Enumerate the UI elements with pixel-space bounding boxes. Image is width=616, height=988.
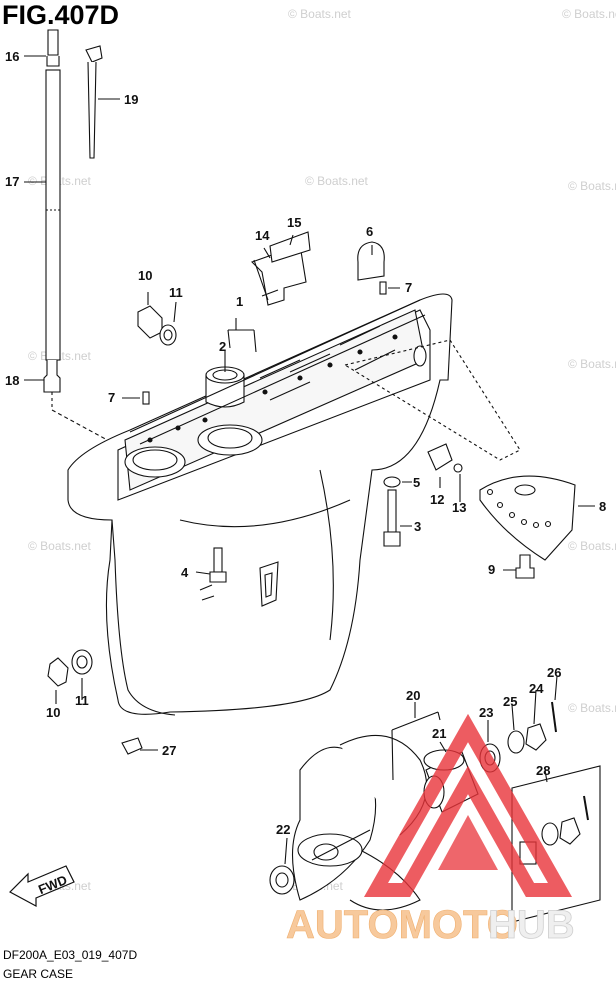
bolt-3 (383, 489, 401, 547)
watermark-text: © Boats.net (568, 179, 616, 193)
washer-part (507, 730, 525, 754)
pad-part (357, 241, 385, 281)
forward-arrow: FWD (9, 865, 75, 908)
logo-suffix: HUB (488, 903, 575, 947)
watermark-text: © Boats.net (288, 7, 352, 21)
callout-label: 15 (287, 215, 301, 230)
callout-label: 12 (430, 492, 444, 507)
watermark-text: © Boats.net (568, 701, 616, 715)
callout-label: 9 (488, 562, 495, 577)
watermark-text: © Boats.net (568, 539, 616, 553)
callout-label: 11 (169, 285, 183, 300)
callout-label: 8 (599, 499, 606, 514)
spacer-22 (269, 865, 295, 895)
anode-block (427, 443, 453, 471)
screw-part (453, 463, 463, 473)
callout-label: 11 (75, 693, 89, 708)
washer-part (383, 476, 401, 488)
callout-label: 13 (452, 500, 466, 515)
bolt-9 (515, 554, 535, 579)
drain-plug-top (137, 305, 177, 346)
callout-label: 14 (255, 228, 270, 243)
figure-code: DF200A_E03_019_407D (3, 948, 138, 962)
callout-label: 25 (503, 694, 517, 709)
callout-label: 6 (366, 224, 373, 239)
cotter-pin (551, 701, 557, 733)
watermark-text: © Boats.net (568, 357, 616, 371)
gear-case (67, 293, 521, 716)
bracket-cover (250, 231, 311, 306)
prop-kit-box (511, 765, 601, 923)
callout-label: 18 (5, 373, 19, 388)
pin-part (379, 281, 387, 295)
callout-label: 7 (405, 280, 412, 295)
nut-part (121, 737, 143, 755)
callout-label: 20 (406, 688, 420, 703)
trim-tab (479, 475, 576, 561)
nut-part (525, 723, 547, 751)
callout-label: 27 (162, 743, 176, 758)
callout-label: 5 (413, 475, 420, 490)
callout-label: 23 (479, 705, 493, 720)
callout-label: 10 (138, 268, 152, 283)
figure-title: FIG.407D (2, 0, 120, 30)
figure-caption: GEAR CASE (3, 967, 74, 981)
parts-drawing (24, 29, 601, 923)
callout-label: 1 (236, 294, 243, 309)
callout-label: 4 (181, 565, 189, 580)
callout-label: 28 (536, 763, 550, 778)
shift-rod (43, 29, 61, 410)
callout-labels: 1 2 3 4 5 6 7 7 8 9 10 10 11 11 12 13 14… (5, 49, 606, 837)
watermark-text: © Boats.net (28, 539, 92, 553)
watermark-text: © Boats.net (305, 174, 369, 188)
callout-label: 21 (432, 726, 446, 741)
callout-label: 10 (46, 705, 60, 720)
callout-label: 2 (219, 339, 226, 354)
callout-label: 19 (124, 92, 138, 107)
callout-label: 24 (529, 681, 544, 696)
callout-label: 7 (108, 390, 115, 405)
watermark-text: © Boats.net (562, 7, 616, 21)
callout-label: 16 (5, 49, 19, 64)
automotohub-logo: AUTOMOTO HUB (286, 713, 575, 947)
callout-label: 26 (547, 665, 561, 680)
callout-label: 22 (276, 822, 290, 837)
drain-plug-bottom (47, 649, 93, 687)
callout-label: 17 (5, 174, 19, 189)
callout-label: 3 (414, 519, 421, 534)
bolt-4 (209, 547, 227, 583)
cable-tie (85, 45, 103, 159)
pin-part (142, 391, 150, 405)
logo-prefix: AUTOMOTO (286, 903, 518, 947)
